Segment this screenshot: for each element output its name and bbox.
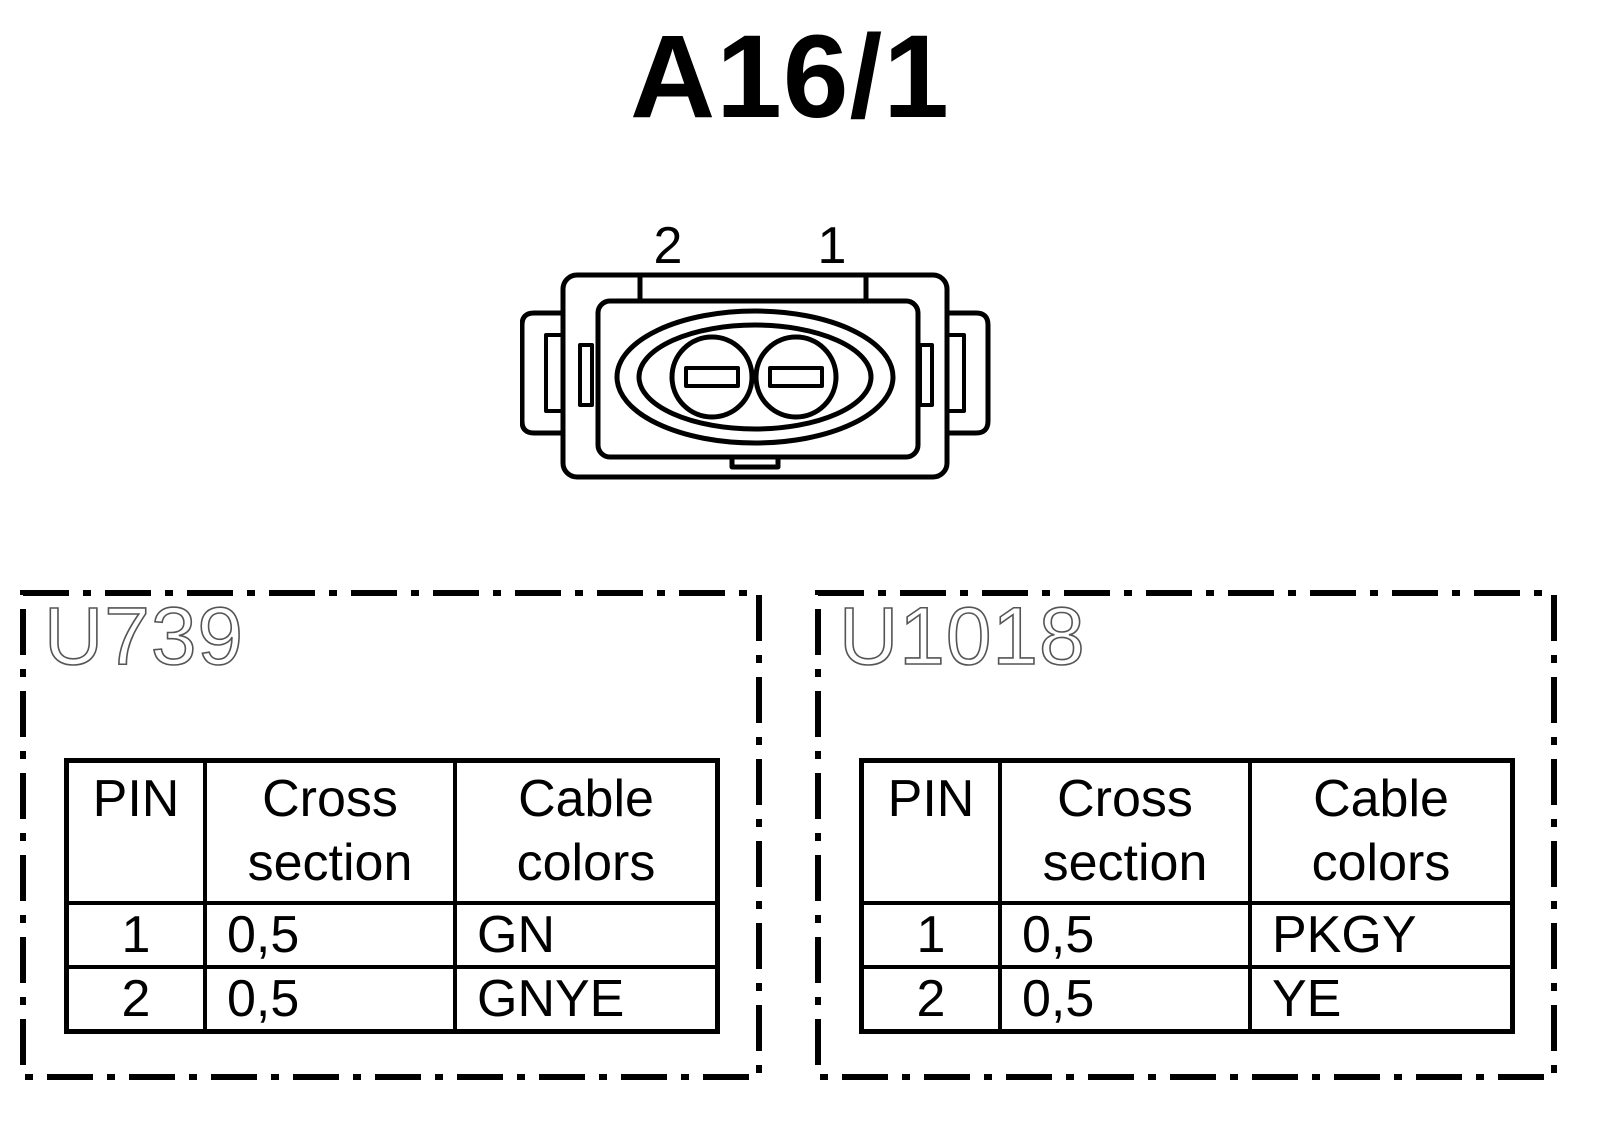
connector-top-tab — [637, 277, 869, 304]
header-cable-colors-line1: Cable — [518, 770, 654, 828]
pin-cavity-1 — [753, 334, 839, 420]
variant-code: U1018 — [838, 591, 1086, 682]
pin-blade-1 — [768, 366, 824, 388]
connector-title: A16/1 — [630, 11, 950, 143]
cell-cross-section: 0,5 — [998, 901, 1252, 969]
connector-body — [560, 272, 950, 480]
variant-panel-u739: U739 PIN Cross section Cable colors 1 0,… — [20, 590, 768, 1086]
table-header-row: PIN Cross section Cable colors — [64, 758, 720, 905]
cell-pin: 1 — [64, 901, 207, 969]
pin-blade-2 — [684, 366, 740, 388]
header-cross-section: Cross section — [203, 758, 457, 905]
right-latch-inner — [947, 333, 966, 413]
header-pin: PIN — [64, 758, 207, 905]
header-cross-section-line2: section — [247, 834, 413, 892]
header-cable-colors-line2: colors — [1311, 834, 1451, 892]
header-pin: PIN — [859, 758, 1002, 905]
header-cross-section: Cross section — [998, 758, 1252, 905]
cell-cable-color: GNYE — [453, 965, 720, 1034]
pin-table: PIN Cross section Cable colors 1 0,5 PKG… — [859, 758, 1515, 1034]
left-slot — [578, 343, 594, 407]
cell-cross-section: 0,5 — [203, 901, 457, 969]
pin-number-2: 2 — [654, 217, 683, 275]
right-latch — [947, 310, 991, 436]
dash-dot-frame — [815, 590, 1557, 1080]
pin-cavity-2 — [669, 334, 755, 420]
bottom-key — [729, 457, 781, 470]
right-slot — [918, 343, 934, 407]
table-row: 1 0,5 PKGY — [859, 901, 1515, 969]
cell-cable-color: GN — [453, 901, 720, 969]
header-cross-section-line2: section — [1042, 834, 1208, 892]
cell-cable-color: PKGY — [1248, 901, 1515, 969]
header-cable-colors-line1: Cable — [1313, 770, 1449, 828]
cell-pin: 2 — [64, 965, 207, 1034]
cell-cable-color: YE — [1248, 965, 1515, 1034]
header-cable-colors: Cable colors — [1248, 758, 1515, 905]
header-cross-section-line1: Cross — [1057, 770, 1193, 828]
left-latch-inner — [544, 333, 563, 413]
variant-code: U739 — [43, 591, 245, 682]
cell-pin: 1 — [859, 901, 1002, 969]
cell-pin: 2 — [859, 965, 1002, 1034]
pin-number-1: 1 — [818, 217, 847, 275]
cell-cross-section: 0,5 — [998, 965, 1252, 1034]
header-cross-section-line1: Cross — [262, 770, 398, 828]
table-row: 2 0,5 YE — [859, 965, 1515, 1034]
table-row: 2 0,5 GNYE — [64, 965, 720, 1034]
connector-drawing: 2 1 — [519, 205, 1000, 500]
variant-panel-u1018: U1018 PIN Cross section Cable colors 1 0… — [815, 590, 1563, 1086]
header-cable-colors-line2: colors — [516, 834, 656, 892]
left-latch — [519, 310, 563, 436]
cell-cross-section: 0,5 — [203, 965, 457, 1034]
dash-dot-frame — [20, 590, 762, 1080]
inner-oval — [636, 322, 874, 432]
outer-oval — [614, 308, 896, 446]
connector-face-svg: 2 1 — [519, 217, 991, 480]
pin-table: PIN Cross section Cable colors 1 0,5 GN … — [64, 758, 720, 1034]
table-header-row: PIN Cross section Cable colors — [859, 758, 1515, 905]
header-cable-colors: Cable colors — [453, 758, 720, 905]
table-row: 1 0,5 GN — [64, 901, 720, 969]
